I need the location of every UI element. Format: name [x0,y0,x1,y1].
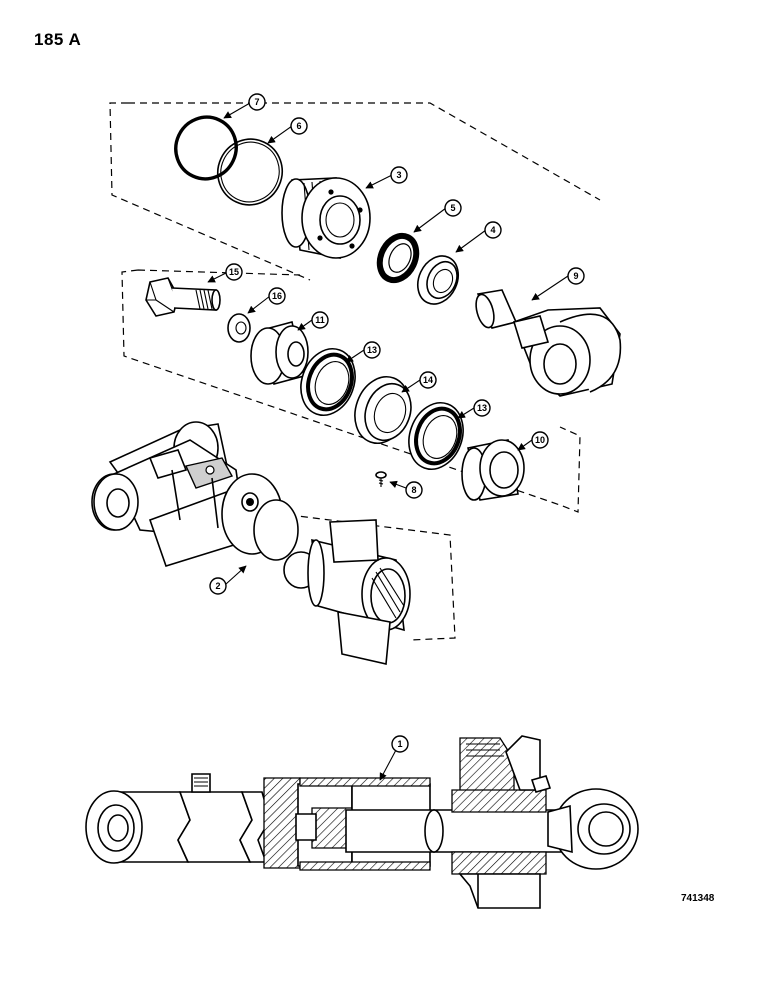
callout-2-label: 2 [215,581,220,591]
part-1-assembled-cylinder [85,735,639,909]
callout-16-label: 16 [272,291,282,301]
callout-3-label: 3 [396,170,401,180]
assembly-outline-upper [109,102,601,281]
part-4-rod-seal [416,255,460,305]
callout-11: 11 [297,311,329,331]
callout-11-label: 11 [315,315,325,325]
part-2-cylinder-barrel [91,421,411,665]
callout-1: 1 [379,735,409,781]
callout-6-label: 6 [296,121,301,131]
callout-5-label: 5 [450,203,455,213]
assembly-outline-middle [121,269,581,513]
part-14-piston [354,376,412,444]
callout-4: 4 [455,221,502,253]
part-10-end-cap [461,439,525,501]
callout-6: 6 [267,117,308,144]
callout-13-a: 13 [345,341,381,363]
callout-5: 5 [413,199,462,233]
callout-10: 10 [517,431,549,451]
part-13-piston-seal-b [408,402,464,470]
part-6-backup-ring [217,138,283,206]
part-9-rod-eye [475,289,622,397]
part-7-o-ring [174,115,238,181]
callout-15-label: 15 [229,267,239,277]
callout-8-label: 8 [411,485,416,495]
callout-13-b: 13 [457,399,491,419]
part-15-bolt [145,277,221,317]
callout-8: 8 [389,480,423,499]
callout-13-a-label: 13 [367,345,377,355]
callout-9-label: 9 [573,271,578,281]
callout-1-label: 1 [397,739,402,749]
page-label: 185 A [34,30,82,49]
part-11-spacer [250,321,309,385]
callout-7: 7 [223,93,266,119]
callout-2: 2 [209,565,247,595]
part-8-set-screw [375,471,387,487]
callout-3: 3 [365,166,408,189]
callout-7-label: 7 [254,97,259,107]
callout-13-b-label: 13 [477,403,487,413]
drawing-number: 741348 [681,893,715,904]
callout-16: 16 [247,287,286,314]
part-5-wiper-seal [376,232,420,284]
callout-14: 14 [401,371,437,393]
part-13-piston-seal-a [300,348,356,416]
callout-4-label: 4 [490,225,495,235]
callout-10-label: 10 [535,435,545,445]
part-16-washer [227,313,251,343]
callout-9: 9 [531,267,585,301]
callout-14-label: 14 [423,375,433,385]
part-3-cylinder-head [281,177,371,259]
callout-15: 15 [207,263,243,283]
